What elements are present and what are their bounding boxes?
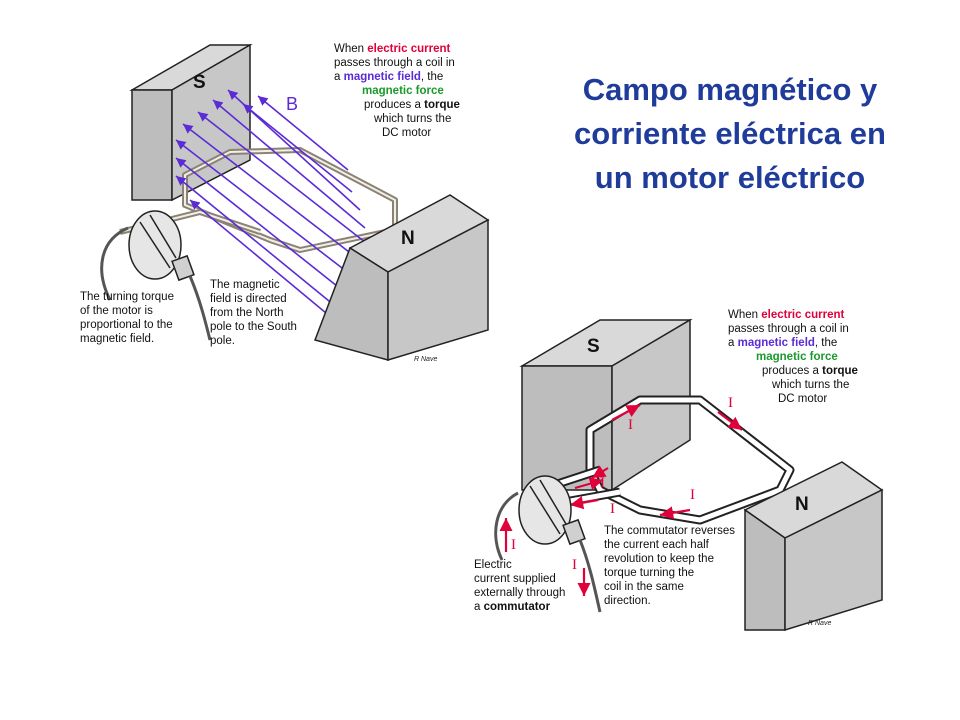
- top-pole-s-label: S: [193, 72, 206, 93]
- top-credit: R Nave: [414, 356, 438, 363]
- top-pole-n-label: N: [401, 228, 415, 249]
- bottom-n-magnet: [743, 461, 884, 632]
- supply-note: Electric current supplied externally thr…: [474, 559, 566, 613]
- field-direction-note: The magnetic field is directed from the …: [210, 279, 297, 347]
- current-label: I: [600, 475, 605, 491]
- current-label: I: [628, 417, 633, 433]
- bottom-motor-diagram: [494, 318, 884, 632]
- current-label: I: [690, 487, 695, 503]
- top-field-lines: [175, 89, 371, 319]
- page-title: Campo magnético y corriente eléctrica en…: [574, 72, 886, 195]
- bottom-commutator: [494, 475, 602, 613]
- bottom-current-arrows: [499, 404, 743, 596]
- bottom-credit: R Nave: [808, 620, 832, 627]
- current-label: I: [572, 557, 577, 573]
- bottom-s-magnet: [519, 318, 693, 492]
- bottom-pole-n-label: N: [795, 494, 809, 515]
- top-commutator: [100, 210, 212, 341]
- top-caption: When electric current passes through a c…: [334, 43, 460, 139]
- top-s-magnet: [129, 43, 253, 202]
- commutator-note: The commutator reverses the current each…: [604, 525, 736, 607]
- bottom-caption: When electric current passes through a c…: [728, 309, 858, 405]
- current-label: I: [610, 501, 615, 517]
- field-b-label: B: [286, 94, 299, 114]
- current-label: I: [511, 537, 516, 553]
- bottom-pole-s-label: S: [587, 336, 600, 357]
- current-label: I: [728, 395, 733, 411]
- top-motor-diagram: [100, 43, 490, 362]
- top-n-magnet: [314, 194, 490, 362]
- torque-note: The turning torque of the motor is propo…: [80, 291, 174, 345]
